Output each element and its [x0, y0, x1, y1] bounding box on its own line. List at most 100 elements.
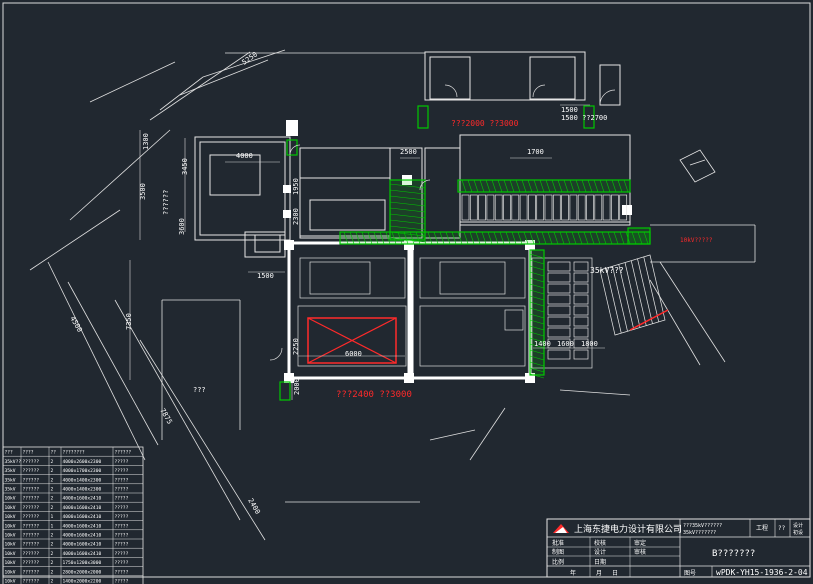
switchgear-cabinet — [578, 195, 585, 220]
table-cell: ?????? — [23, 579, 40, 584]
dim-1600: 1600 — [557, 340, 574, 348]
table-cell: 4000x1700x2300 — [63, 468, 102, 474]
table-cell: ?????? — [23, 523, 40, 529]
stair-step — [631, 261, 646, 326]
site-boundary — [30, 50, 755, 540]
table-cell: 2 — [51, 579, 54, 584]
review-label: 审核 — [634, 548, 646, 556]
stair-red-marker — [630, 310, 668, 330]
switchgear-cabinet — [520, 195, 527, 220]
table-cell: 4000x1600x2410 — [63, 551, 102, 557]
table-cell: ????? — [115, 579, 129, 584]
table-cell: 2 — [51, 505, 54, 511]
scale-label: 比例 — [552, 558, 564, 566]
table-header-cell: ?? — [51, 450, 57, 456]
dim-2000: 2000 — [293, 378, 301, 395]
company-name: 上海东捷电力设计有限公司 — [574, 523, 682, 535]
table-cell: ????? — [115, 542, 129, 548]
table-cell: 2 — [51, 533, 54, 539]
table-cell: 1400x2000x2200 — [63, 579, 102, 584]
columns — [283, 120, 632, 383]
switchgear-cabinet — [548, 273, 570, 282]
table-cell: 4000x1600x2410 — [63, 533, 102, 539]
table-cell: 10kV — [5, 533, 16, 539]
table-cell: 35kV — [5, 477, 16, 483]
table-cell: 2 — [51, 551, 54, 557]
table-cell: 2 — [51, 496, 54, 502]
table-cell: 10kV — [5, 496, 16, 502]
switchgear-cabinet — [548, 328, 570, 337]
switchgear-cabinet — [574, 306, 588, 315]
switchgear-cabinet — [574, 317, 588, 326]
switchgear-cabinet — [470, 195, 477, 220]
table-cell: 4000x1600x2410 — [63, 505, 102, 511]
table-cell: 2 — [51, 468, 54, 474]
table-cell: ?????? — [23, 487, 40, 493]
title-block: 上海东捷电力设计有限公司 ???35kV?????? 35kV??????? 工… — [547, 519, 810, 577]
table-cell: ?????? — [23, 477, 40, 483]
table-cell: 10kV — [5, 542, 16, 548]
design-value: 初设 — [793, 529, 803, 536]
table-cell: 1 — [51, 523, 54, 529]
switchgear-cabinet — [487, 195, 494, 220]
door-label-top: ???2000 ??3000 — [451, 119, 519, 128]
table-cell: ????? — [115, 560, 129, 566]
draw-label: 制图 — [552, 548, 564, 556]
dim-3500: 3500 — [139, 183, 147, 200]
table-cell: 4000x1400x2300 — [63, 477, 102, 483]
check-label: 校核 — [594, 539, 606, 547]
table-cell: ????? — [115, 569, 129, 575]
table-cell: 1750x1200x3000 — [63, 560, 102, 566]
table-header-cell: ???? — [23, 450, 34, 456]
switchgear-cabinet — [548, 350, 570, 359]
table-header-cell: ???????? — [63, 450, 85, 456]
switchgear-cabinet — [574, 295, 588, 304]
dim-1400: 1400 — [534, 340, 551, 348]
table-cell: 2 — [51, 560, 54, 566]
dim-1950: 1950 — [292, 178, 300, 195]
dim-3450: 3450 — [181, 158, 189, 175]
table-cell: ?????? — [23, 459, 40, 465]
approve-label: 批准 — [552, 539, 564, 547]
switchgear-cabinet — [611, 195, 618, 220]
table-cell: ?????? — [23, 505, 40, 511]
table-cell: 10kV — [5, 569, 16, 575]
dim-2400: 2400 — [246, 497, 261, 516]
table-cell: 4000x1400x2300 — [63, 487, 102, 493]
table-cell: ?????? — [23, 551, 40, 557]
table-cell: ????? — [115, 477, 129, 483]
table-cell: 2 — [51, 569, 54, 575]
table-cell: ????? — [115, 505, 129, 511]
table-cell: 35kV — [5, 487, 16, 493]
dim-6000: 6000 — [345, 350, 362, 358]
company-logo — [553, 524, 569, 533]
switchgear-cabinet — [537, 195, 544, 220]
table-cell: 4000x1600x2410 — [63, 542, 102, 548]
project-name: ???35kV?????? — [683, 523, 722, 529]
dim-2500: 2500 — [400, 148, 417, 156]
door-label-bottom: ???2400 ??3000 — [336, 390, 412, 400]
switchgear-cabinet — [553, 195, 560, 220]
table-cell: 1 — [51, 514, 54, 520]
drawing-no-label: 图号 — [684, 570, 696, 577]
switchgear-cabinet — [548, 306, 570, 315]
switchgear-cabinet — [603, 195, 610, 220]
table-header-cell: ?????? — [115, 450, 132, 456]
dim-1700: 1700 — [527, 148, 544, 156]
table-cell: 35kV?? — [5, 459, 22, 465]
stage-value: ?? — [778, 525, 786, 532]
stair-step — [644, 257, 659, 322]
table-cell: 10kV — [5, 560, 16, 566]
left-mark-label: ??? — [193, 386, 206, 394]
table-cell: ????? — [115, 496, 129, 502]
stair-step — [625, 263, 640, 328]
table-cell: 10kV — [5, 523, 16, 529]
switchgear-cabinet — [504, 195, 511, 220]
external-unit — [680, 150, 715, 182]
designer-label: 设计 — [594, 548, 606, 556]
switchgear-cabinet — [562, 195, 569, 220]
dim-1500-top: 1500 — [561, 106, 578, 114]
